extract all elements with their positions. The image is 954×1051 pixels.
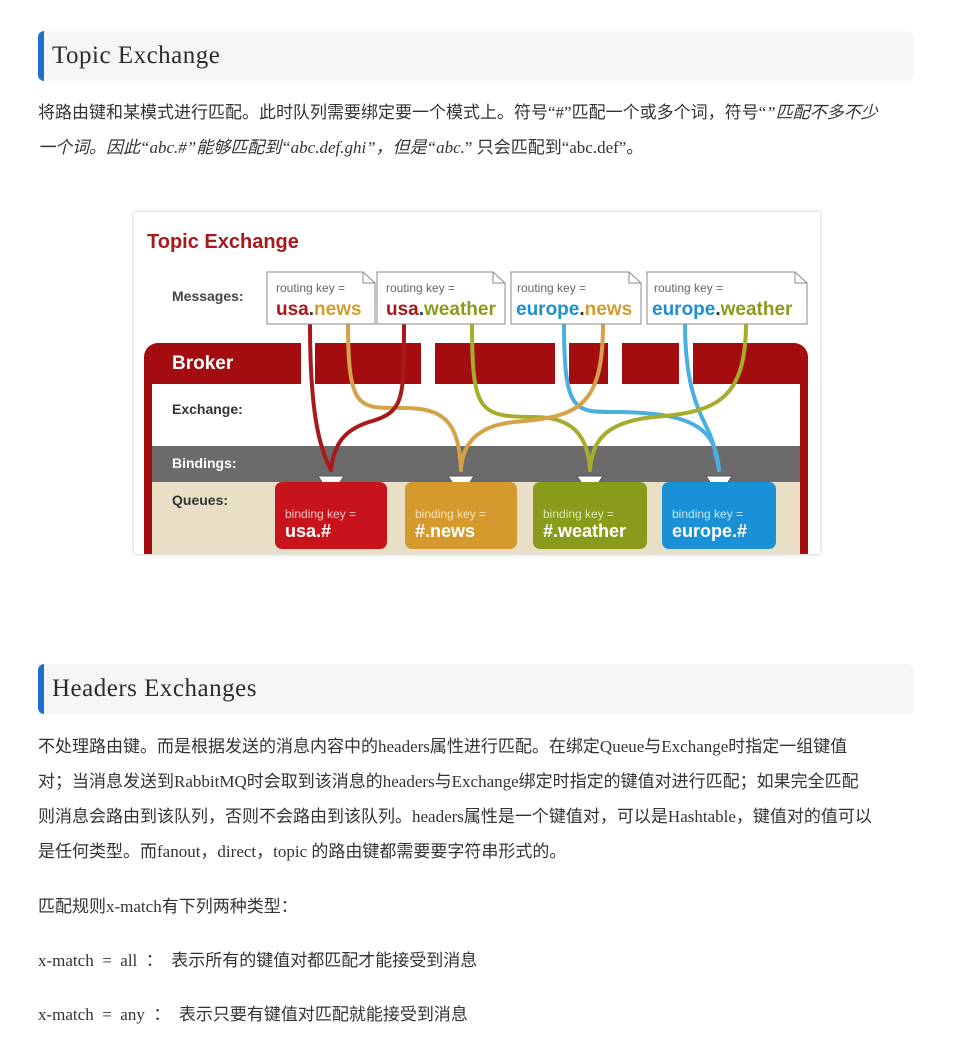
bindings-bar	[152, 446, 800, 482]
message-card-europe-news: routing key = europe.news	[510, 271, 642, 325]
para-line: 是任何类型。而fanout，direct，topic 的路由键都需要要字符串形式…	[38, 842, 567, 861]
topic-exchange-diagram: Topic Exchange Messages: Broker Exchange…	[134, 212, 820, 554]
broker-label: Broker	[172, 353, 234, 374]
x-match-all: x-match = all ： 表示所有的键值对都匹配才能接受到消息	[38, 951, 478, 970]
queue-key-europe: europe.#	[672, 521, 747, 541]
queue-key-news: #.news	[415, 521, 475, 541]
queue-key-weather: #.weather	[543, 521, 626, 541]
route-line-europe-weather-europe	[683, 321, 721, 472]
queues-label: Queues:	[172, 492, 228, 508]
queue-binding-key-label: binding key =	[672, 507, 743, 521]
queue-news: binding key = #.news	[405, 482, 517, 549]
x-match-any: x-match = any ： 表示只要有键值对匹配就能接受到消息	[38, 1005, 468, 1024]
routing-key-label: routing key =	[386, 281, 455, 295]
topic-exchange-description: 将路由键和某模式进行匹配。此时队列需要绑定要一个模式上。符号“#”匹配一个或多个…	[38, 95, 918, 165]
route-line-usa-news-usa	[308, 321, 333, 472]
para-line-2: 一个词。因此“abc.#”能够匹配到“abc.def.ghi”，但是“abc.”…	[38, 138, 644, 157]
routing-key-value: europe.news	[516, 299, 632, 320]
section-heading-topic-exchange: Topic Exchange	[38, 31, 914, 81]
message-card-usa-weather: routing key = usa.weather	[376, 271, 506, 325]
para-line-1: 将路由键和某模式进行匹配。此时队列需要绑定要一个模式上。符号“#”匹配一个或多个…	[38, 103, 878, 122]
queue-binding-key-label: binding key =	[415, 507, 486, 521]
bindings-label: Bindings:	[172, 455, 237, 471]
para-line: 不处理路由键。而是根据发送的消息内容中的headers属性进行匹配。在绑定Que…	[38, 737, 848, 756]
queue-usa: binding key = usa.#	[275, 482, 387, 549]
routing-key-label: routing key =	[276, 281, 345, 295]
route-line-europe-news-news	[459, 321, 605, 472]
routing-key-value: usa.news	[276, 299, 362, 320]
messages-label: Messages:	[172, 288, 244, 304]
queue-europe: binding key = europe.#	[662, 482, 776, 549]
queue-key-usa: usa.#	[285, 521, 331, 541]
route-line-europe-weather-weather	[588, 321, 748, 472]
heading-text: Topic Exchange	[52, 42, 221, 69]
queue-weather: binding key = #.weather	[533, 482, 647, 549]
routing-key-label: routing key =	[517, 281, 586, 295]
routing-key-value: usa.weather	[386, 299, 496, 320]
routing-key-value: europe.weather	[652, 299, 793, 320]
diagram-title: Topic Exchange	[147, 231, 299, 253]
message-card-usa-news: routing key = usa.news	[266, 271, 376, 325]
headers-exchange-description: 不处理路由键。而是根据发送的消息内容中的headers属性进行匹配。在绑定Que…	[38, 729, 918, 869]
queue-binding-key-label: binding key =	[285, 507, 356, 521]
x-match-intro: 匹配规则x-match有下列两种类型：	[38, 897, 298, 916]
route-line-usa-news-news	[346, 321, 463, 472]
routing-key-label: routing key =	[654, 281, 723, 295]
heading-text: Headers Exchanges	[52, 675, 257, 702]
route-line-usa-weather-weather	[470, 321, 592, 472]
exchange-label: Exchange:	[172, 401, 243, 417]
para-line: 对；当消息发送到RabbitMQ时会取到该消息的headers与Exchange…	[38, 772, 859, 791]
section-heading-headers-exchanges: Headers Exchanges	[38, 664, 914, 714]
queue-binding-key-label: binding key =	[543, 507, 614, 521]
para-line: 则消息会路由到该队列，否则不会路由到该队列。headers属性是一个键值对，可以…	[38, 807, 872, 826]
route-line-usa-weather-usa	[329, 321, 406, 472]
message-card-europe-weather: routing key = europe.weather	[646, 271, 808, 325]
